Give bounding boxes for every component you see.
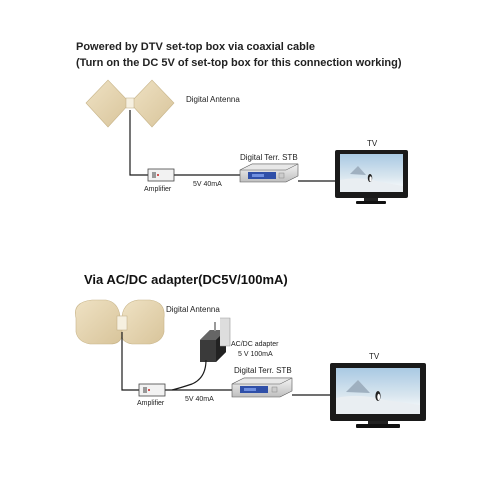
tv-2 <box>330 363 426 428</box>
ac-dc-adapter <box>200 317 231 362</box>
adapter-label-line1: AC/DC adapter <box>231 341 279 348</box>
set-top-box-1 <box>239 163 299 183</box>
antenna-label-1: Digital Antenna <box>186 95 240 104</box>
amplifier-1 <box>147 168 175 182</box>
section2-title: Via AC/DC adapter(DC5V/100mA) <box>84 272 288 287</box>
section1-title-line2: (Turn on the DC 5V of set-top box for th… <box>76 57 402 69</box>
tv-1 <box>335 150 408 204</box>
amplifier-label-1: Amplifier <box>144 186 172 193</box>
power-label-2: 5V 40mA <box>185 396 214 403</box>
cables-1 <box>129 110 335 182</box>
tv-label-2: TV <box>369 352 380 361</box>
stb-label-1: Digital Terr. STB <box>240 153 298 162</box>
adapter-label-line2: 5 V 100mA <box>238 351 273 358</box>
tv-label-1: TV <box>367 139 378 148</box>
set-top-box-2 <box>231 377 293 398</box>
antenna-2 <box>75 299 165 345</box>
amplifier-label-2: Amplifier <box>137 400 165 407</box>
power-label-1: 5V 40mA <box>193 181 222 188</box>
section1-title-line1: Powered by DTV set-top box via coaxial c… <box>76 41 316 53</box>
stb-label-2: Digital Terr. STB <box>234 366 292 375</box>
antenna-1 <box>85 79 175 128</box>
antenna-label-2: Digital Antenna <box>166 305 220 314</box>
cables-2 <box>121 332 330 396</box>
amplifier-2 <box>138 383 166 397</box>
